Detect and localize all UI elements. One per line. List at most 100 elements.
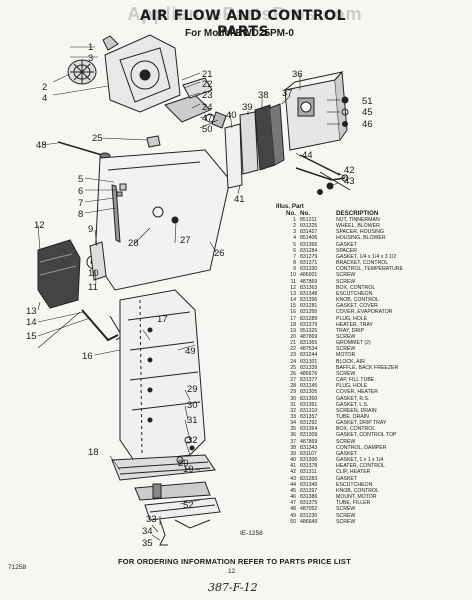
part-no: 831245: [300, 383, 318, 390]
callout-7: 7: [78, 198, 83, 209]
illus-no: 8: [293, 260, 296, 267]
description: GASKET, COVER: [336, 303, 378, 310]
description: GASKET, 1/4 x 1/4 x 3 1/2: [336, 253, 397, 260]
callout-43: 43: [344, 176, 355, 187]
part-no: 831396: [300, 297, 318, 304]
description: SPACER, HOUSING: [336, 229, 385, 236]
callout-50: 50: [202, 124, 213, 135]
page-title: AIR FLOW AND CONTROL PARTS: [140, 8, 346, 40]
callout-39: 39: [242, 102, 253, 113]
callout-48: 48: [36, 140, 47, 151]
callout-44: 44: [302, 150, 313, 161]
part-no: 831366: [300, 241, 318, 248]
callout-45: 45: [362, 107, 373, 118]
illus-no: 31: [290, 401, 296, 408]
description: BAFFLE, BACK FREEZER: [336, 364, 399, 371]
part-no: 487052: [300, 506, 318, 513]
part-no: 486649: [300, 518, 318, 525]
description: TRAY, DRIP: [336, 327, 365, 334]
description: ESCUTCHEON: [336, 481, 373, 488]
callout-30: 30: [187, 400, 198, 411]
part-no: 486001: [300, 272, 318, 279]
temperature-control: [37, 239, 107, 309]
part-no: 851211: [300, 217, 317, 223]
description: SPACER: [336, 247, 357, 254]
callout-2: 2: [42, 82, 47, 93]
description: SCREW: [336, 518, 356, 525]
description: HEATER, CONTROL: [336, 463, 385, 470]
callout-37: 37: [282, 88, 293, 99]
ordering-info-note: FOR ORDERING INFORMATION REFER TO PARTS …: [118, 557, 351, 566]
part-no: 487869: [300, 333, 318, 340]
description: KNOB, CONTROL: [336, 487, 379, 494]
illus-no: 10: [290, 272, 296, 279]
handwritten-note: 387-F-12: [208, 581, 258, 594]
description: HEATER, TRAY: [336, 321, 373, 328]
illus-no: 6: [293, 247, 296, 254]
illus-no: 29: [290, 389, 296, 396]
part-no: 831279: [300, 253, 318, 260]
callout-41: 41: [234, 194, 245, 205]
callout-28: 28: [128, 238, 139, 249]
callout-10: 10: [88, 268, 99, 279]
callout-5: 5: [78, 174, 83, 185]
part-no: 831348: [300, 290, 318, 297]
description: SCREW: [336, 506, 356, 513]
description: GASKET, R.S.: [336, 395, 370, 402]
description: PLUG, HOLE: [336, 315, 368, 322]
illus-no: 28: [290, 383, 296, 390]
part-no: 831375: [300, 500, 318, 507]
illus-no: 22: [290, 346, 296, 353]
part-no: 831284: [300, 247, 318, 254]
description: BOX, CONTROL: [336, 284, 376, 291]
description: GASKET: [336, 450, 358, 457]
callout-1: 1: [88, 42, 93, 53]
illus-no: 14: [290, 297, 296, 304]
part-no: 831378: [300, 463, 318, 470]
callout-23: 23: [202, 90, 213, 101]
illus-no: 17: [290, 315, 296, 322]
callout-14: 14: [26, 317, 37, 328]
illus-no: 5: [293, 241, 296, 248]
illus-no: 43: [290, 475, 296, 482]
callout-36: 36: [292, 69, 303, 80]
illus-no: 19: [290, 327, 296, 334]
illus-no: 27: [290, 377, 296, 384]
illus-no: 20: [290, 333, 296, 340]
callout-42: 42: [344, 165, 355, 176]
callout-31: 31: [187, 415, 198, 426]
callout-11: 11: [88, 282, 98, 293]
part-no: 831371: [300, 260, 318, 267]
description: CONTROL, DAMPER: [336, 444, 387, 451]
illus-no: 35: [290, 426, 296, 433]
illus-no: 50: [290, 518, 296, 525]
description: NUT, TINNERMAN: [336, 217, 380, 223]
description: GASKET, L.S.: [336, 401, 369, 408]
callout-13: 13: [26, 306, 37, 317]
callout-27: 27: [180, 235, 191, 246]
callout-19: 19: [183, 464, 194, 475]
illus-no: 40: [290, 457, 296, 464]
callout-6: 6: [78, 186, 83, 197]
